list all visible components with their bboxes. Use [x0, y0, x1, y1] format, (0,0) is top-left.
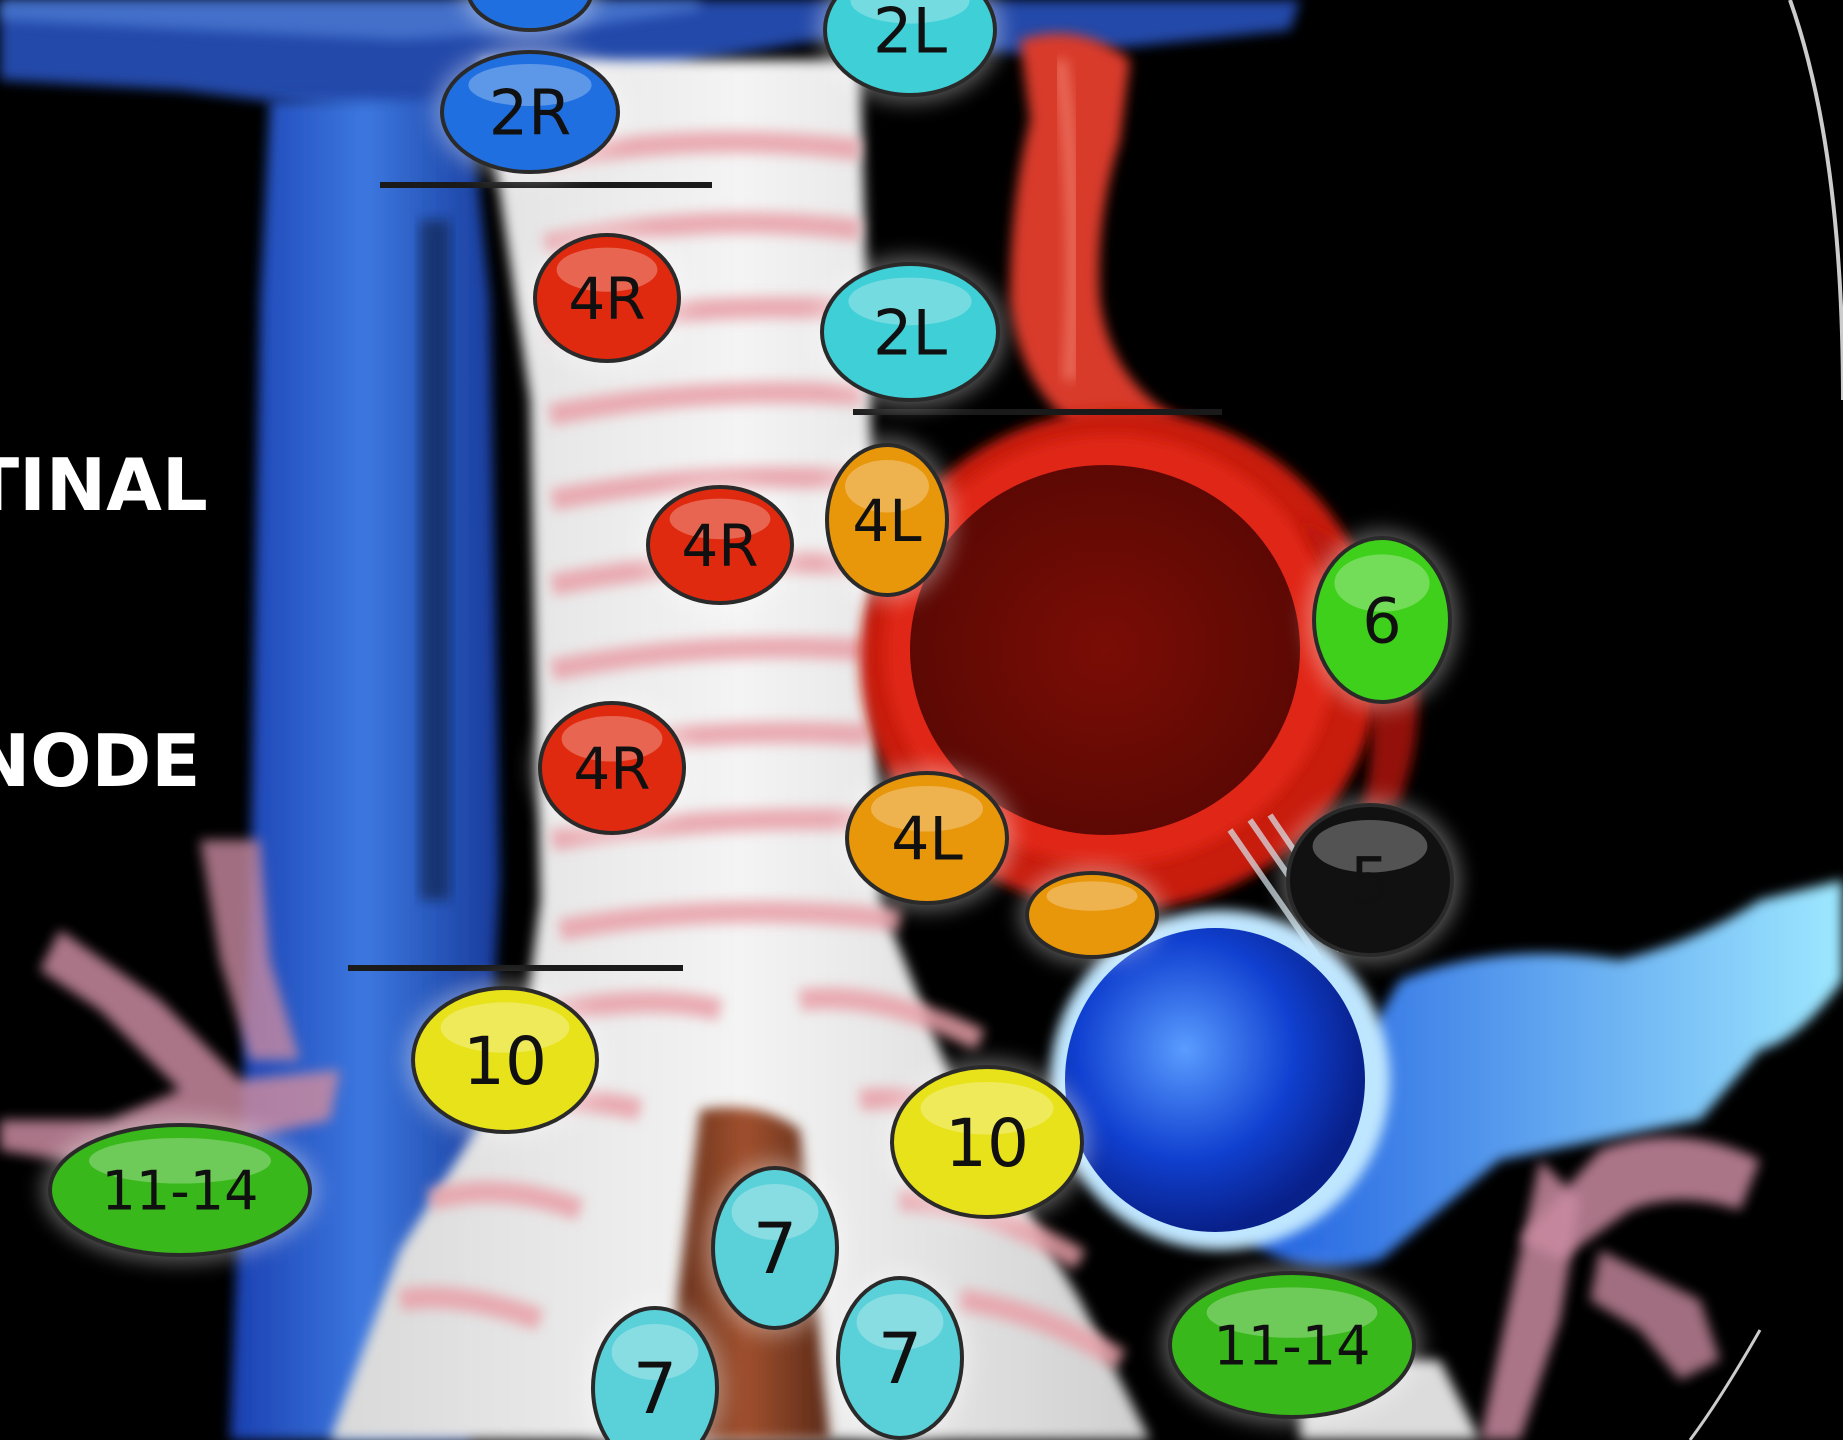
node-label: 7 [753, 1208, 798, 1290]
node-label: 4L [852, 487, 921, 555]
heading-line-2: NODE [0, 715, 208, 807]
node-10-left: 10 [405, 980, 605, 1140]
node-11-14-left: 11-14 [42, 1117, 318, 1263]
node-4R-c: 4R [532, 695, 692, 841]
node-label: 2L [873, 0, 947, 67]
node-4R-b: 4R [640, 479, 800, 611]
node-label: 4R [573, 735, 650, 803]
node-label: 2R [489, 76, 572, 149]
node-6: 6 [1306, 530, 1458, 710]
node-label: 11-14 [1214, 1314, 1371, 1377]
node-4R-a: 4R [527, 227, 687, 369]
node-11-14-right: 11-14 [1162, 1265, 1422, 1425]
node-label: 2L [873, 296, 947, 369]
node-label: 10 [945, 1105, 1029, 1182]
node-label: 7 [633, 1348, 678, 1430]
node-label: 10 [463, 1023, 547, 1100]
node-2R: 2R [434, 44, 626, 180]
node-label: 11-14 [102, 1159, 259, 1222]
node-10-right: 10 [884, 1059, 1090, 1225]
node-label: 4R [568, 265, 645, 333]
node-7-a: 7 [705, 1160, 845, 1336]
node-4L-a: 4L [819, 437, 955, 603]
node-label: 7 [878, 1318, 923, 1400]
node-label: 5 [1350, 845, 1391, 919]
heading-line-1: TINAL [0, 439, 208, 531]
node-label: 4R [681, 512, 758, 580]
page-heading: TINAL NODE [0, 255, 208, 991]
node-5: 5 [1280, 797, 1460, 963]
node-label: 6 [1362, 584, 1401, 657]
node-4L-small [1019, 865, 1165, 965]
node-2L: 2L [814, 256, 1006, 408]
node-label: 4L [891, 805, 963, 875]
node-shine [1047, 881, 1138, 910]
node-7-b: 7 [830, 1270, 970, 1440]
node-4L-b: 4L [839, 765, 1015, 911]
